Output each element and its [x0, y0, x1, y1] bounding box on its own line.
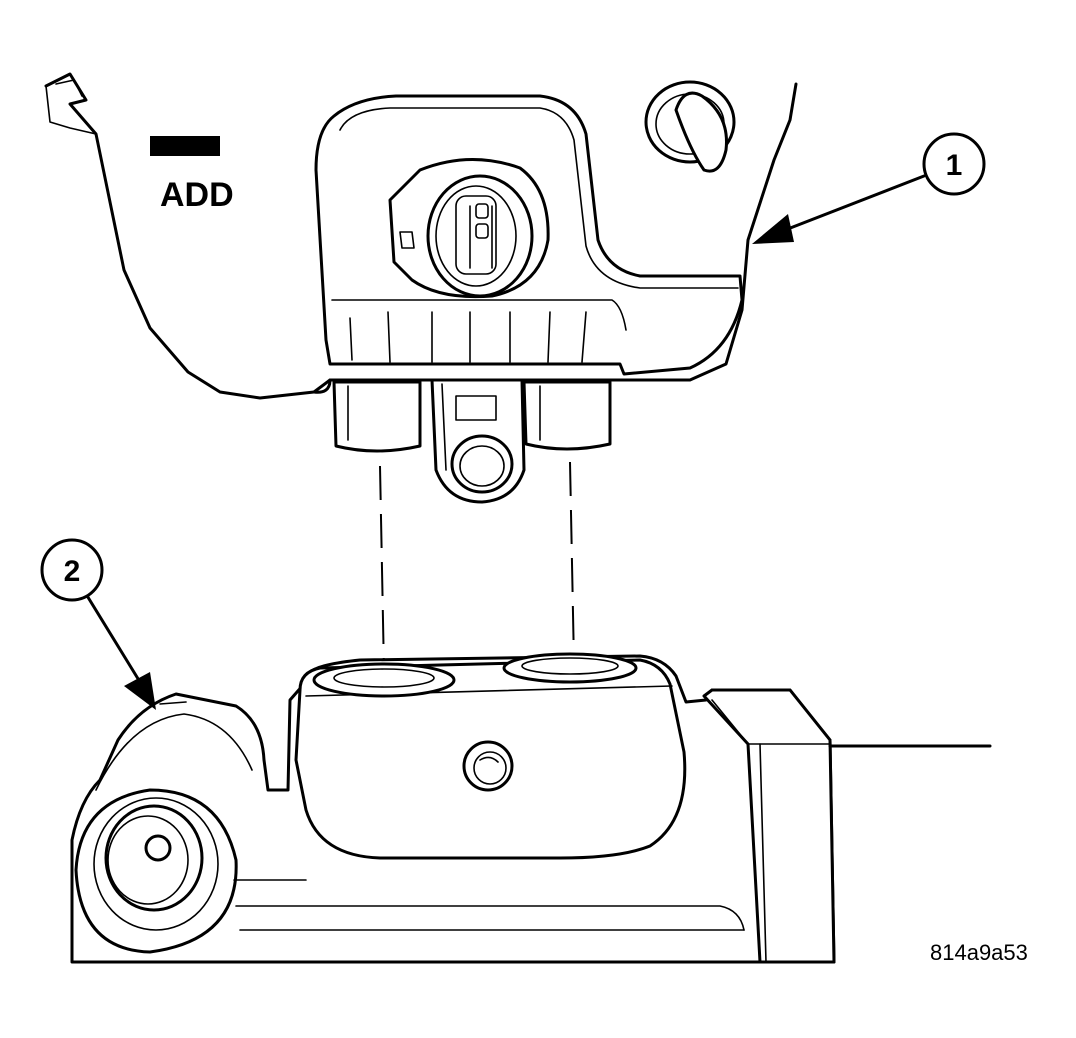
- grommet-block: [294, 652, 687, 860]
- callout-1: 1: [752, 132, 986, 244]
- mounting-tab: [430, 378, 526, 504]
- mounting-flange: [702, 688, 992, 964]
- fill-level-mark: [150, 136, 220, 156]
- callout-2: 2: [40, 538, 156, 710]
- fill-level-label: ADD: [160, 176, 234, 214]
- reservoir-assembly: ADD: [44, 72, 798, 504]
- callout-1-number: 1: [946, 149, 963, 182]
- outlet-port-right: [522, 380, 612, 451]
- cylinder-bore-boss: [74, 788, 238, 954]
- master-cylinder: [70, 652, 992, 964]
- callout-2-number: 2: [64, 555, 81, 588]
- alignment-line-right: [569, 461, 575, 665]
- outlet-port-left: [332, 380, 422, 453]
- callout-2-arrow-icon: [124, 672, 156, 710]
- figure-id: 814a9a53: [930, 940, 1028, 965]
- reservoir-cap: [644, 80, 736, 173]
- electrical-connector: [388, 157, 550, 299]
- alignment-line-left: [379, 465, 385, 673]
- callout-1-arrow-icon: [752, 214, 794, 244]
